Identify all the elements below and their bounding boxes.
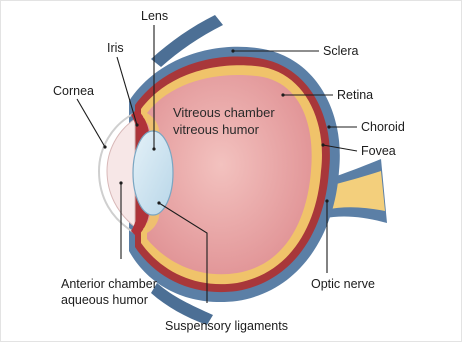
label-choroid: Choroid xyxy=(361,120,405,135)
label-anterior-chamber: Anterior chamber xyxy=(61,277,157,292)
label-suspensory-ligaments: Suspensory ligaments xyxy=(165,319,288,334)
label-vitreous-humor: vitreous humor xyxy=(173,122,259,137)
label-vitreous-chamber: Vitreous chamber xyxy=(173,105,275,120)
label-iris: Iris xyxy=(107,41,124,56)
leader-cornea xyxy=(77,99,105,147)
label-retina: Retina xyxy=(337,88,373,103)
label-aqueous-humor: aqueous humor xyxy=(61,293,148,308)
label-lens: Lens xyxy=(141,9,168,24)
lens-shape xyxy=(133,131,173,215)
leader-iris xyxy=(117,57,137,125)
label-cornea: Cornea xyxy=(53,84,94,99)
label-optic-nerve: Optic nerve xyxy=(311,277,375,292)
label-fovea: Fovea xyxy=(361,144,396,159)
label-sclera: Sclera xyxy=(323,44,358,59)
